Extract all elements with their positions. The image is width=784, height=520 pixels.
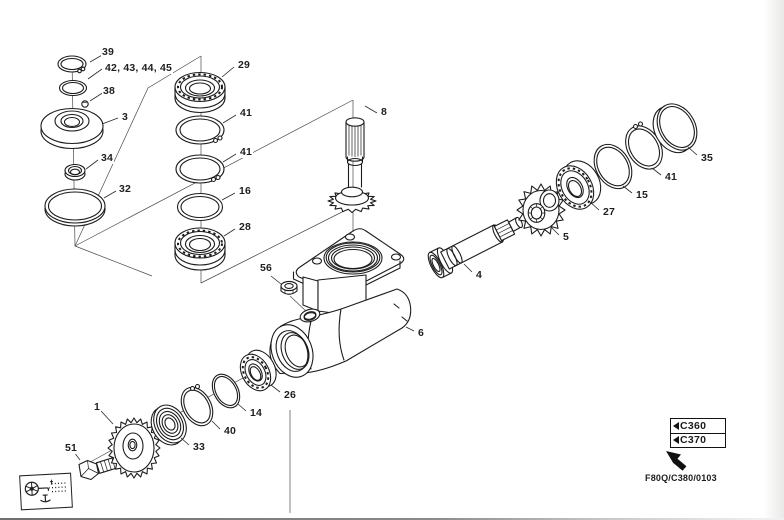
cross-reference-box: C360 C370 [670,418,726,448]
part-40-snap-ring [180,383,214,427]
machine-section-stamp [19,472,73,511]
part-56-plug [280,280,298,295]
part-35-ring [652,103,698,154]
part-label-29: 29 [237,59,252,71]
direction-arrow-icon [666,451,687,471]
ref-label: C370 [680,434,707,447]
part-39-snap-ring [57,55,87,74]
part-label-5: 5 [562,231,571,243]
part-28-bearing [174,227,226,271]
part-33-washer-stack [150,404,187,446]
part-label-34: 34 [100,152,115,164]
part-label-27: 27 [602,206,617,218]
left-pointer-icon [673,421,679,430]
part-label-41-right: 41 [664,171,679,183]
part-32-seal-ring [44,188,106,227]
part-42-45-ring [58,79,88,97]
part-label-28: 28 [238,221,253,233]
part-label-26: 26 [283,389,298,401]
scan-bottom-line [0,518,784,520]
part-label-4: 4 [475,269,484,281]
part-29-bearing [174,71,226,114]
ref-link-c370[interactable]: C370 [671,432,725,448]
part-label-35: 35 [700,152,715,164]
part-label-16: 16 [238,185,253,197]
part-26-bearing [239,349,277,392]
part-label-15: 15 [635,189,650,201]
part-34-bushing [64,163,86,181]
part-38-ball [81,100,89,108]
part-27-bearing [555,160,602,210]
part-label-51: 51 [64,442,79,454]
part-label-3: 3 [121,111,130,123]
part-label-6: 6 [417,327,426,339]
part-41-snap-ring-mid [175,154,225,184]
part-14-ring [211,373,241,409]
leader-lines [73,53,698,461]
part-15-ring [593,143,633,190]
ref-link-c360[interactable]: C360 [671,419,725,433]
machine-section-icon [24,479,67,503]
part-label-1: 1 [93,401,102,413]
part-16-ring [176,192,224,222]
part-label-8: 8 [380,106,389,118]
part-label-42-45: 42, 43, 44, 45 [104,62,174,74]
part-1-sprocket [107,417,161,479]
part-4-output-shaft [427,216,523,279]
ref-label: C360 [680,419,707,432]
part-41-snap-ring-top [175,115,225,145]
part-3-cover [40,107,104,150]
part-label-33: 33 [192,441,207,453]
part-label-32: 32 [118,183,133,195]
part-41-snap-ring-right [625,121,663,170]
left-pointer-icon [673,436,679,445]
part-label-39: 39 [101,46,116,58]
figure-code: F80Q/C380/0103 [645,473,717,483]
part-label-41-top: 41 [239,107,254,119]
part-label-56: 56 [259,262,274,274]
part-label-40: 40 [223,425,238,437]
part-label-41-mid: 41 [239,146,254,158]
scan-edge-band [764,0,784,520]
part-label-14: 14 [249,407,264,419]
part-5-bevel-gear [516,183,566,237]
part-label-38: 38 [102,85,117,97]
part-8-input-shaft [327,117,377,214]
part-6-gear-housing [269,228,412,378]
